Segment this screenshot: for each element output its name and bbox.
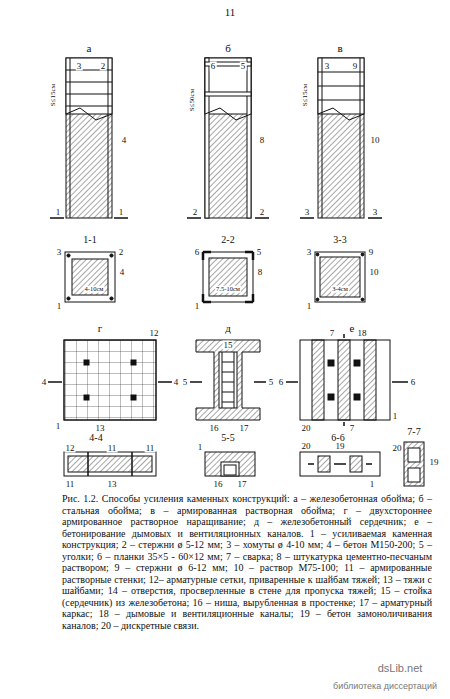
callout-number: 16: [209, 424, 220, 433]
dimension: 3-4см: [331, 286, 349, 293]
callout-number: 11: [65, 480, 76, 489]
callout-number: 1: [55, 422, 62, 431]
callout-number: 2: [100, 62, 107, 71]
callout-number: 20: [301, 424, 312, 433]
callout-number: 6: [210, 62, 217, 71]
steel-jacket-column: [187, 58, 269, 218]
watermark: библиотека диссертаций: [332, 682, 438, 691]
figure-letter: а: [86, 43, 93, 54]
callout-number: 16: [213, 480, 224, 489]
callout-number: 12: [65, 444, 76, 453]
dimension: 7.5-10см: [215, 286, 241, 293]
section-mark: 1: [55, 208, 62, 217]
figure-letter: е: [349, 323, 356, 334]
dimension: S≤15см: [302, 83, 309, 107]
channel-wall: [286, 334, 408, 426]
section-6-6: [300, 452, 380, 476]
dimension: S≤15см: [50, 83, 57, 107]
callout-number: 13: [95, 424, 106, 433]
callout-number: 15: [223, 341, 234, 350]
section-mark: 1: [118, 208, 125, 217]
callout-number: 5: [240, 62, 247, 71]
callout-number: 8: [259, 136, 266, 145]
callout-number: 1: [306, 302, 313, 311]
callout-number: 20: [392, 444, 403, 453]
callout-number: 9: [352, 62, 359, 71]
section-mark: 2: [192, 208, 199, 217]
figure-caption: Рис. 1.2. Способы усиления каменных конс…: [62, 493, 432, 631]
callout-number: 3: [56, 248, 63, 257]
rc-jacket-column: [50, 58, 128, 218]
callout-number: 13: [107, 480, 118, 489]
callout-number: 6: [194, 248, 201, 257]
section-5-5: [205, 452, 255, 476]
section-7-7: [404, 442, 424, 486]
section-mark: 6: [278, 378, 285, 387]
figure-letter: г: [97, 323, 104, 334]
mesh-plastering: [48, 340, 172, 420]
figure-letter: д: [224, 323, 232, 334]
dimension: S≤50см: [189, 88, 196, 112]
section-squares: [65, 252, 365, 302]
section-title: 2-2: [220, 235, 235, 245]
callout-number: 11: [107, 444, 118, 453]
section-mark: 7: [349, 424, 356, 433]
section-title: 7-7: [406, 427, 421, 437]
page-number: 11: [224, 7, 237, 18]
callout-number: 1: [194, 302, 201, 311]
callout-number: 18: [357, 329, 368, 338]
section-title: 3-3: [332, 235, 347, 245]
section-mark: 6: [410, 378, 417, 387]
callout-number: 3: [324, 62, 331, 71]
callout-number: 8: [257, 268, 264, 277]
section-mark: 3: [372, 208, 379, 217]
section-title: 1-1: [82, 235, 97, 245]
callout-number: 1: [197, 443, 204, 452]
section-title: 4-4: [88, 433, 103, 443]
callout-number: 4: [119, 268, 126, 277]
callout-number: 11: [145, 444, 156, 453]
callout-number: 9: [368, 248, 375, 257]
section-mark: 2: [259, 208, 266, 217]
watermark: dsLib.net: [377, 663, 424, 674]
callout-number: 19: [335, 442, 346, 451]
section-mark: 4: [173, 378, 180, 387]
section-mark: 5: [182, 378, 189, 387]
dimension: 4-10см: [84, 286, 105, 293]
section-4-4: [64, 452, 156, 476]
callout-number: 1: [56, 302, 63, 311]
section-mark: 7: [329, 329, 336, 338]
callout-number: 3: [76, 62, 83, 71]
figure-letter: б: [224, 43, 232, 54]
callout-number: 19: [429, 458, 440, 467]
rc-core-pier: [190, 340, 266, 420]
callout-number: 5: [256, 248, 263, 257]
figure-letter: в: [336, 43, 343, 54]
section-mark: 5: [268, 378, 275, 387]
section-mark: 4: [41, 378, 48, 387]
callout-number: 10: [370, 136, 381, 145]
mortar-jacket-column: [300, 58, 382, 218]
callout-number: 2: [118, 248, 125, 257]
callout-number: 1: [369, 480, 376, 489]
callout-number: 1: [392, 412, 399, 421]
callout-number: 3: [306, 248, 313, 257]
callout-number: 10: [369, 268, 380, 277]
callout-number: 4: [121, 136, 128, 145]
callout-number: 17: [237, 480, 248, 489]
callout-number: 20: [301, 442, 312, 451]
section-title: 5-5: [220, 433, 235, 443]
section-mark: 3: [304, 208, 311, 217]
callout-number: 17: [239, 424, 250, 433]
callout-number: 12: [149, 329, 160, 338]
